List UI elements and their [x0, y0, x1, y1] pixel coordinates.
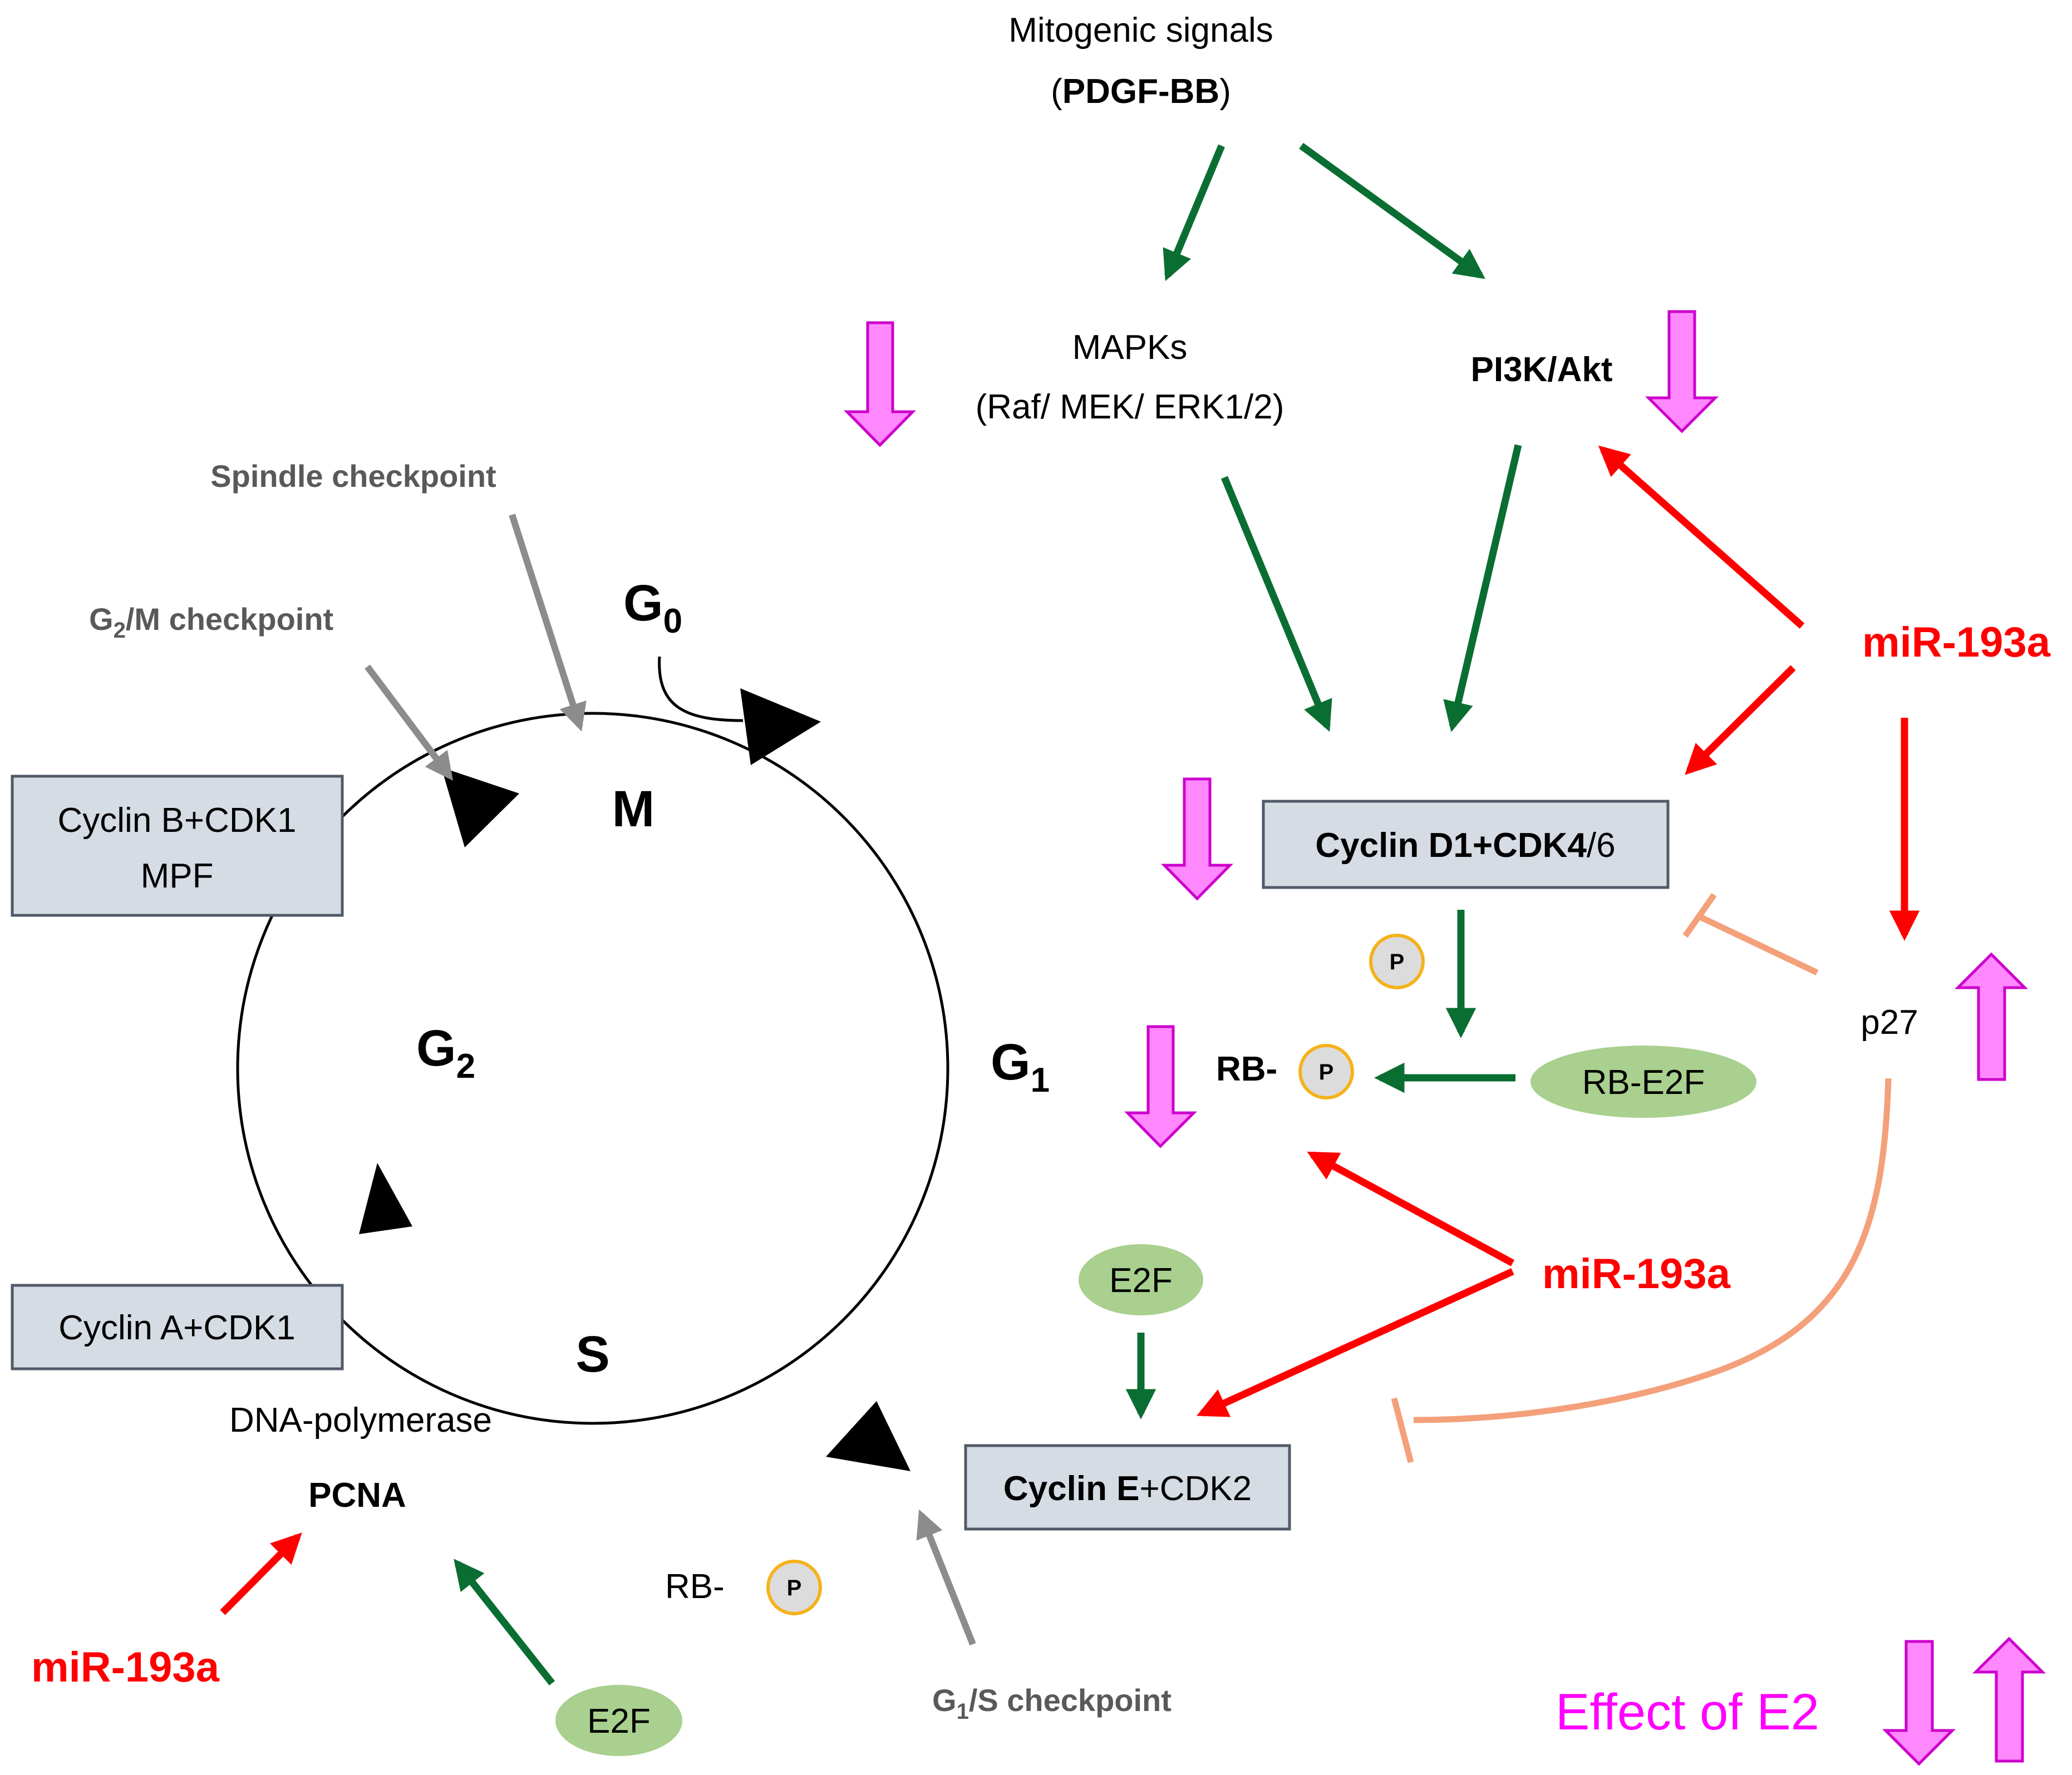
e2-down-arrow-rb: [1124, 1025, 1198, 1148]
pcna-label: PCNA: [308, 1476, 406, 1515]
cyclin-e-cdk2-label: Cyclin E+CDK2: [1003, 1470, 1252, 1508]
inhibit-bar-cyclin-e: [1391, 1397, 1414, 1463]
inhibit-p27-to-cyclin-e: [1413, 1078, 1892, 1423]
dna-polymerase-label: DNA-polymerase: [229, 1401, 492, 1439]
arrow-spindle-checkpoint: [509, 514, 587, 732]
mpf-label: MPF: [141, 857, 214, 895]
e2f-label-cyclin-e: E2F: [1109, 1261, 1173, 1300]
e2f-label-pcna: E2F: [587, 1702, 651, 1741]
g0-entry-curve: [658, 656, 744, 722]
pi3k-akt-label: PI3K/Akt: [1471, 351, 1613, 389]
phospho-badge-cyclin-d1: [1369, 934, 1425, 989]
e2-down-arrow-pi3k: [1645, 310, 1719, 433]
cyclin-d1-cdk4-6-label: Cyclin D1+CDK4/6: [1315, 826, 1615, 865]
arrow-mir-to-pcna: [220, 1532, 302, 1615]
cyclin-d1-cdk4-6-box: [1262, 800, 1670, 889]
arrow-mapk-to-cyclin-d1: [1220, 476, 1332, 732]
cycle-arrowhead-top: [740, 688, 821, 765]
phospho-label-bottom: P: [787, 1576, 802, 1600]
phospho-badge-rb: [1298, 1044, 1354, 1099]
cyclin-a-cdk1-box: [11, 1284, 344, 1370]
arrow-g2m-checkpoint: [365, 664, 454, 781]
e2-up-arrow-p27: [1954, 952, 2029, 1081]
mapks-members-label: (Raf/ MEK/ ERK1/2): [976, 388, 1284, 426]
e2f-ellipse-cyclin-e: [1079, 1244, 1203, 1315]
phospho-label-rb: P: [1319, 1060, 1334, 1084]
inhibit-bar-cyclin-d1: [1682, 893, 1717, 938]
legend-e2-up-arrow: [1972, 1636, 2046, 1763]
mapks-label: MAPKs: [1072, 328, 1188, 367]
phospho-label-cyclin-d1: P: [1390, 950, 1405, 974]
p27-label: p27: [1861, 1003, 1918, 1042]
phase-g0-label: G0: [623, 575, 682, 640]
rb-p-prefix-label: RB-: [1216, 1050, 1277, 1088]
legend-e2-down-arrow: [1882, 1640, 1956, 1766]
arrow-mir-to-cyclin-e: [1197, 1268, 1514, 1417]
arrow-g1s-checkpoint: [916, 1509, 976, 1646]
g1s-checkpoint-label: G1/S checkpoint: [932, 1683, 1172, 1724]
mir-193a-middle-label: miR-193a: [1542, 1250, 1731, 1298]
cycle-arrowhead-m: [441, 767, 519, 847]
mir-193a-top-label: miR-193a: [1862, 619, 2051, 666]
g2m-checkpoint-label: G2/M checkpoint: [89, 601, 333, 643]
arrow-pi3k-to-cyclin-d1: [1443, 444, 1522, 732]
cyclin-e-cdk2-box: [964, 1444, 1291, 1531]
arrow-pdgf-to-pi3k: [1299, 142, 1485, 279]
phase-g2-label: G2: [416, 1020, 475, 1086]
rb-e2f-ellipse: [1530, 1046, 1756, 1118]
mitogenic-signals-label: Mitogenic signals: [1008, 11, 1273, 50]
rb-e2f-label: RB-E2F: [1582, 1063, 1705, 1102]
e2-down-arrow-cyclin-d1: [1161, 777, 1233, 901]
arrow-mir-to-rb-p: [1307, 1151, 1515, 1266]
inhibit-p27-to-cyclin-d1: [1699, 914, 1819, 975]
arrow-mir-to-cyclin-d1: [1685, 665, 1796, 775]
arrow-pdgf-to-mapk: [1163, 144, 1226, 282]
phase-g1-label: G1: [991, 1034, 1050, 1099]
phospho-badge-bottom: [766, 1560, 822, 1615]
e2f-ellipse-pcna: [555, 1685, 682, 1756]
pdgf-bb-label: (PDGF-BB): [1051, 72, 1231, 111]
cyclin-a-cdk1-label: Cyclin A+CDK1: [58, 1309, 296, 1347]
cell-cycle-circle: [236, 712, 949, 1425]
phase-m-label: M: [612, 781, 655, 837]
rb-p-bottom-prefix-label: RB-: [665, 1567, 725, 1606]
cycle-arrowhead-s: [826, 1401, 911, 1471]
phase-s-label: S: [575, 1326, 609, 1383]
effect-of-e2-legend-label: Effect of E2: [1556, 1684, 1819, 1741]
spindle-checkpoint-label: Spindle checkpoint: [210, 458, 496, 494]
mir-193a-bottom-label: miR-193a: [31, 1644, 220, 1691]
cyclin-b-cdk1-box: [11, 775, 344, 917]
e2-down-arrow-mapk: [844, 321, 916, 447]
cyclin-b-cdk1-label: Cyclin B+CDK1: [58, 801, 297, 840]
cycle-arrowhead-g2: [359, 1163, 412, 1234]
arrow-e2f-to-pcna: [454, 1559, 555, 1686]
arrow-mir-to-pi3k: [1598, 445, 1805, 629]
